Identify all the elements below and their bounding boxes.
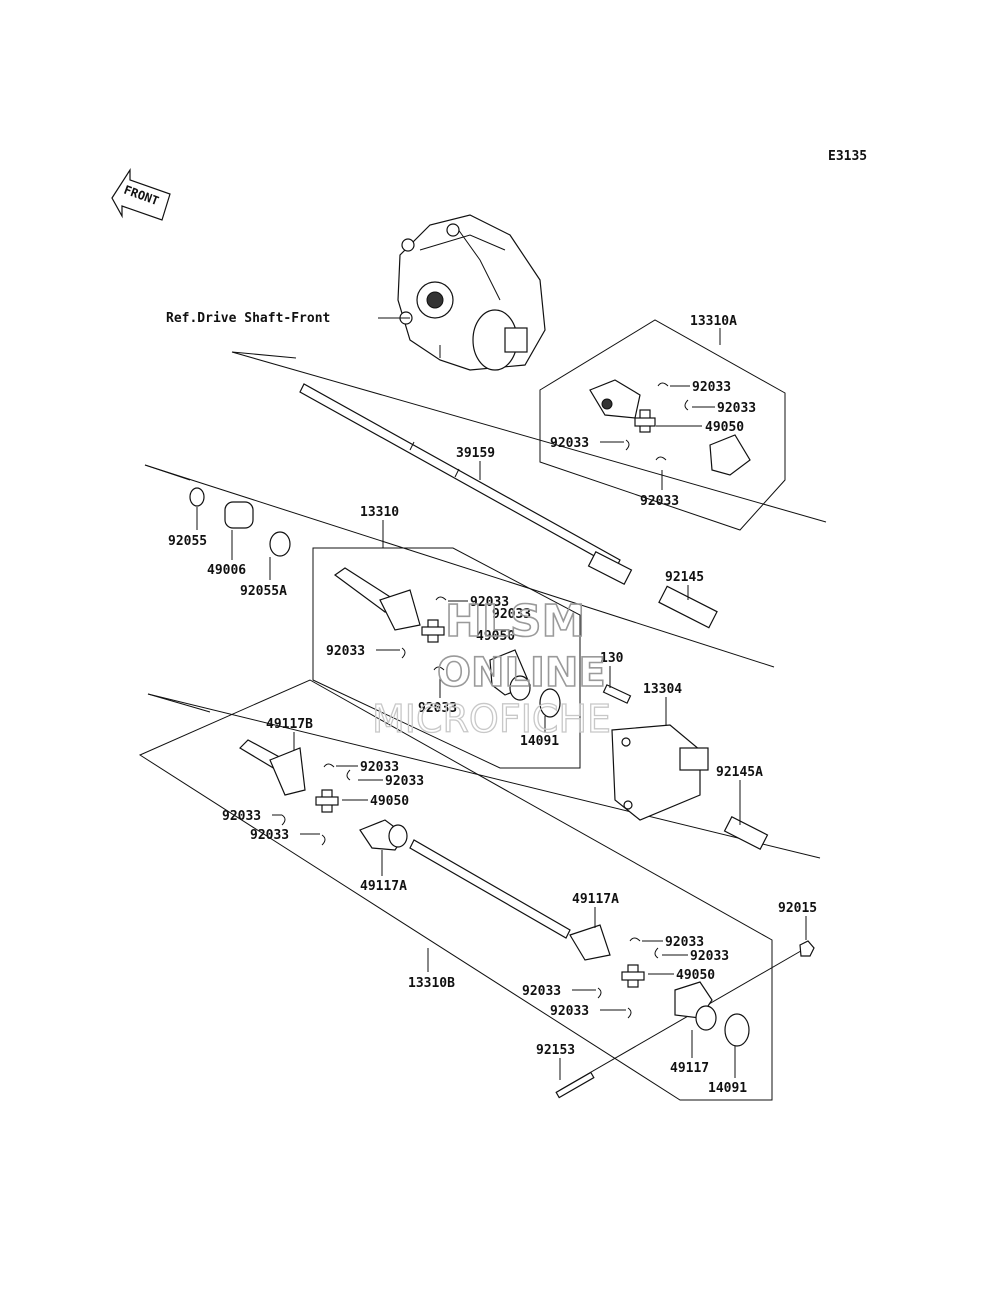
label-14091-b: 14091 bbox=[708, 1081, 747, 1096]
front-arrow-icon: FRONT bbox=[111, 167, 171, 221]
label-92033-d1: 92033 bbox=[665, 935, 704, 950]
label-92033-a1: 92033 bbox=[692, 380, 731, 395]
label-49050-b: 49050 bbox=[476, 629, 515, 644]
label-14091-a: 14091 bbox=[520, 734, 559, 749]
label-49117: 49117 bbox=[670, 1061, 709, 1076]
label-49050-d: 49050 bbox=[676, 968, 715, 983]
label-92033-a3: 92033 bbox=[550, 436, 589, 451]
label-92033-b3: 92033 bbox=[326, 644, 365, 659]
box-13310A bbox=[539, 319, 786, 531]
housing-13304 bbox=[611, 724, 709, 821]
label-92033-c4: 92033 bbox=[250, 828, 289, 843]
label-92033-d4: 92033 bbox=[550, 1004, 589, 1019]
propeller-shaft bbox=[409, 839, 571, 939]
label-130: 130 bbox=[600, 651, 624, 666]
label-92145A: 92145A bbox=[716, 765, 763, 780]
label-92033-d2: 92033 bbox=[690, 949, 729, 964]
spring-92145A bbox=[723, 815, 769, 851]
label-13310A: 13310A bbox=[690, 314, 737, 329]
label-92033-b2: 92033 bbox=[492, 607, 531, 622]
label-39159: 39159 bbox=[456, 446, 495, 461]
label-92033-c3: 92033 bbox=[222, 809, 261, 824]
label-92033-c2: 92033 bbox=[385, 774, 424, 789]
spring-92145 bbox=[658, 585, 718, 629]
yoke-49117B bbox=[239, 739, 408, 851]
box-13310 bbox=[312, 547, 581, 769]
bolt-92153 bbox=[555, 1071, 595, 1099]
label-49117A-b: 49117A bbox=[572, 892, 619, 907]
label-92033-a4: 92033 bbox=[640, 494, 679, 509]
label-92033-c1: 92033 bbox=[360, 760, 399, 775]
oring-92055A bbox=[269, 531, 291, 557]
drive-shaft-39159 bbox=[299, 383, 633, 586]
label-13310: 13310 bbox=[360, 505, 399, 520]
label-92055: 92055 bbox=[168, 534, 207, 549]
watermark: HLSM ONLINE MICROFICHE bbox=[371, 595, 611, 741]
label-92033-b1: 92033 bbox=[470, 595, 509, 610]
gear-case bbox=[397, 214, 546, 371]
label-92033-d3: 92033 bbox=[522, 984, 561, 999]
label-92153: 92153 bbox=[536, 1043, 575, 1058]
box-13310B bbox=[138, 679, 773, 1101]
label-92055A: 92055A bbox=[240, 584, 287, 599]
yoke-13310 bbox=[333, 567, 531, 701]
watermark-line3: MICROFICHE bbox=[372, 697, 611, 741]
yoke-49117 bbox=[569, 924, 750, 1047]
yoke-13310A bbox=[589, 379, 751, 476]
label-49117A-a: 49117A bbox=[360, 879, 407, 894]
label-92015: 92015 bbox=[778, 901, 817, 916]
label-13304: 13304 bbox=[643, 682, 682, 697]
watermark-line1: HLSM bbox=[445, 596, 585, 647]
label-49050-a: 49050 bbox=[705, 420, 744, 435]
label-92033-a2: 92033 bbox=[717, 401, 756, 416]
label-49050-c: 49050 bbox=[370, 794, 409, 809]
label-49006: 49006 bbox=[207, 563, 246, 578]
label-13310B: 13310B bbox=[408, 976, 455, 991]
watermark-line2: ONLINE bbox=[437, 650, 606, 696]
seal-49006 bbox=[224, 501, 254, 529]
label-49117B: 49117B bbox=[266, 717, 313, 732]
diagram-code: E3135 bbox=[828, 149, 867, 164]
circlips bbox=[281, 382, 689, 1019]
reference-label: Ref.Drive Shaft-Front bbox=[166, 311, 330, 326]
washer-14091-front bbox=[539, 688, 561, 718]
nut-92015 bbox=[799, 940, 815, 957]
oring-92055 bbox=[189, 487, 205, 507]
bolt-130 bbox=[602, 684, 632, 704]
label-92145: 92145 bbox=[665, 570, 704, 585]
label-92033-b4: 92033 bbox=[418, 701, 457, 716]
